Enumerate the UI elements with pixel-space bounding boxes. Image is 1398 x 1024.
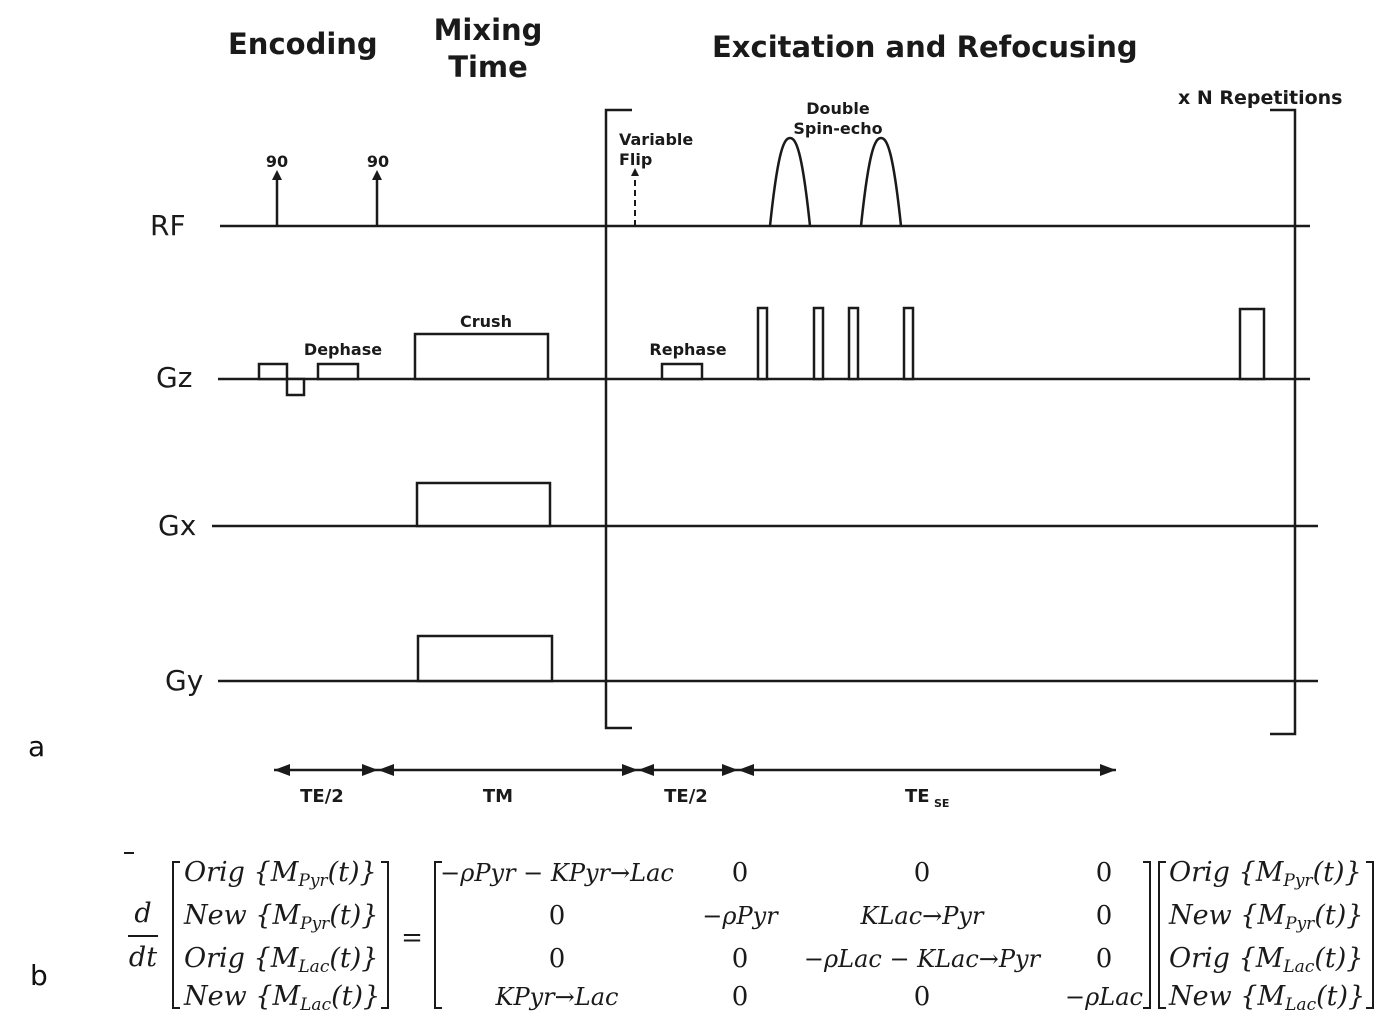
crush-label: Crush bbox=[460, 312, 512, 331]
left-vector-bracket-open bbox=[172, 861, 180, 1009]
rf-90-pulse-2 bbox=[372, 170, 382, 226]
gz-crusher-3 bbox=[847, 306, 860, 381]
matrix-cell: 0 bbox=[732, 982, 749, 1012]
channel-label-gx: Gx bbox=[158, 509, 196, 542]
repetition-bracket-right bbox=[1270, 108, 1297, 736]
derivative-denominator: dt bbox=[129, 942, 157, 973]
gz-encode-lobe bbox=[257, 362, 289, 381]
channel-label-rf: RF bbox=[150, 209, 186, 242]
gx-crush-gradient bbox=[415, 481, 552, 528]
dephase-label: Dephase bbox=[304, 340, 382, 359]
double-spin-echo-label-line2: Spin-echo bbox=[793, 119, 882, 138]
matrix-bracket-close bbox=[1143, 861, 1151, 1009]
channel-label-gz: Gz bbox=[156, 361, 192, 394]
svg-text:SE: SE bbox=[934, 797, 949, 810]
header-encoding: Encoding bbox=[228, 27, 378, 61]
derivative-numerator: d bbox=[134, 898, 151, 929]
matrix-cell: 0 bbox=[1096, 944, 1113, 974]
matrix-cell: 0 bbox=[732, 944, 749, 974]
vector-entry: New {MPyr(t)} bbox=[1168, 900, 1363, 934]
right-vector-bracket-close bbox=[1366, 861, 1374, 1009]
gz-crush-gradient bbox=[413, 332, 550, 381]
gz-crusher-4 bbox=[902, 306, 915, 381]
matrix-cell: 0 bbox=[914, 982, 931, 1012]
refocusing-pulse-1 bbox=[768, 136, 812, 227]
right-state-vector: Orig {MPyr(t)} New {MPyr(t)} Orig {MLac(t)… bbox=[1168, 857, 1365, 1015]
rf-90-pulse-1 bbox=[272, 170, 282, 226]
header-time: Time bbox=[448, 50, 528, 84]
channel-label-gy: Gy bbox=[165, 664, 203, 697]
matrix-cell: −ρLac − KLac→Pyr bbox=[804, 945, 1042, 973]
double-spin-echo-label-line1: Double bbox=[806, 99, 870, 118]
rate-matrix: −ρPyr − KPyr→Lac 0 0 0 0 −ρPyr KLac→Pyr 0 0 0 −ρLa… bbox=[440, 858, 1143, 1012]
left-vector-bracket-close bbox=[381, 861, 389, 1009]
variable-flip-label-line2: Flip bbox=[619, 150, 652, 169]
matrix-cell: 0 bbox=[732, 858, 749, 888]
matrix-bracket-open bbox=[434, 861, 442, 1009]
matrix-cell: −ρLac bbox=[1065, 983, 1143, 1011]
vector-entry: New {MLac(t)} bbox=[1168, 981, 1365, 1015]
vector-entry: Orig {MLac(t)} bbox=[184, 943, 378, 977]
matrix-cell: 0 bbox=[914, 858, 931, 888]
matrix-cell: 0 bbox=[549, 944, 566, 974]
gz-spoiler bbox=[1238, 307, 1266, 381]
vector-entry: Orig {MPyr(t)} bbox=[1169, 857, 1362, 891]
vector-entry: Orig {MLac(t)} bbox=[1169, 943, 1363, 977]
svg-text:TE: TE bbox=[905, 786, 930, 807]
matrix-cell: −ρPyr − KPyr→Lac bbox=[440, 859, 674, 887]
timing-te-half-1: TE/2 bbox=[300, 786, 344, 807]
refocusing-pulse-2 bbox=[859, 136, 903, 227]
repetition-bracket-left bbox=[604, 108, 632, 730]
vector-entry: New {MLac(t)} bbox=[183, 981, 380, 1015]
matrix-cell: KPyr→Lac bbox=[495, 983, 619, 1011]
vector-entry: Orig {MPyr(t)} bbox=[184, 857, 377, 891]
panel-label-a: a bbox=[28, 730, 45, 763]
matrix-cell: −ρPyr bbox=[702, 902, 779, 930]
matrix-cell: 0 bbox=[549, 901, 566, 931]
matrix-cell: 0 bbox=[1096, 901, 1113, 931]
matrix-cell: 0 bbox=[1096, 858, 1113, 888]
pulse-90-label-1: 90 bbox=[266, 152, 288, 171]
repetitions-label: x N Repetitions bbox=[1178, 87, 1342, 109]
equals-sign: = bbox=[401, 923, 423, 953]
right-vector-bracket-open bbox=[1158, 861, 1166, 1009]
gz-crusher-2 bbox=[812, 306, 825, 381]
gz-rephase-lobe bbox=[660, 362, 704, 381]
timing-axis bbox=[274, 764, 1116, 776]
rate-equation: d dt Orig {MPyr(t)} New {MPyr(t)} Orig {ML… bbox=[124, 852, 1374, 1015]
header-excitation: Excitation and Refocusing bbox=[712, 30, 1138, 64]
variable-flip-pulse bbox=[631, 168, 639, 226]
left-state-vector: Orig {MPyr(t)} New {MPyr(t)} Orig {MLac(t)… bbox=[183, 857, 380, 1015]
vector-entry: New {MPyr(t)} bbox=[183, 900, 378, 934]
gz-encode-negative-lobe bbox=[285, 377, 306, 397]
timing-tm: TM bbox=[483, 786, 513, 807]
gz-dephase-lobe bbox=[316, 362, 360, 381]
gz-crusher-1 bbox=[756, 306, 769, 381]
timing-te-se: TE SE bbox=[905, 786, 949, 810]
panel-label-b: b bbox=[30, 959, 48, 992]
matrix-cell: KLac→Pyr bbox=[860, 902, 985, 930]
rephase-label: Rephase bbox=[649, 340, 726, 359]
gy-crush-gradient bbox=[416, 634, 554, 683]
header-mixing: Mixing bbox=[434, 13, 543, 47]
variable-flip-label-line1: Variable bbox=[619, 130, 693, 149]
timing-te-half-2: TE/2 bbox=[664, 786, 708, 807]
pulse-90-label-2: 90 bbox=[367, 152, 389, 171]
